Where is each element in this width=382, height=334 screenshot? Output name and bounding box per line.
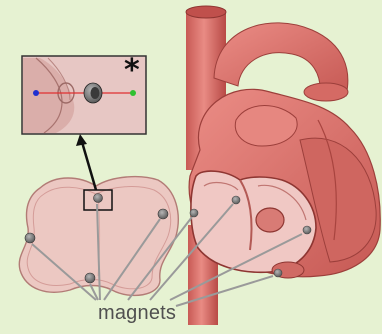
magnet-marker	[190, 209, 198, 217]
axis-point-right	[130, 90, 136, 96]
axis-point-left	[33, 90, 39, 96]
arch-branch	[304, 83, 348, 101]
magnets-label: magnets	[98, 302, 176, 325]
magnet-marker	[158, 209, 168, 219]
magnet-marker	[274, 269, 282, 277]
detail-marker-asterisk: *	[124, 56, 140, 86]
vessel-top-opening	[186, 6, 226, 18]
magnet-marker	[303, 226, 311, 234]
magnet-marker	[94, 194, 103, 203]
magnet-marker	[232, 196, 240, 204]
magnet-marker	[25, 233, 35, 243]
inset-magnet-face	[91, 87, 100, 99]
pulmonary-vein-opening	[256, 208, 284, 232]
magnet-marker	[85, 273, 95, 283]
